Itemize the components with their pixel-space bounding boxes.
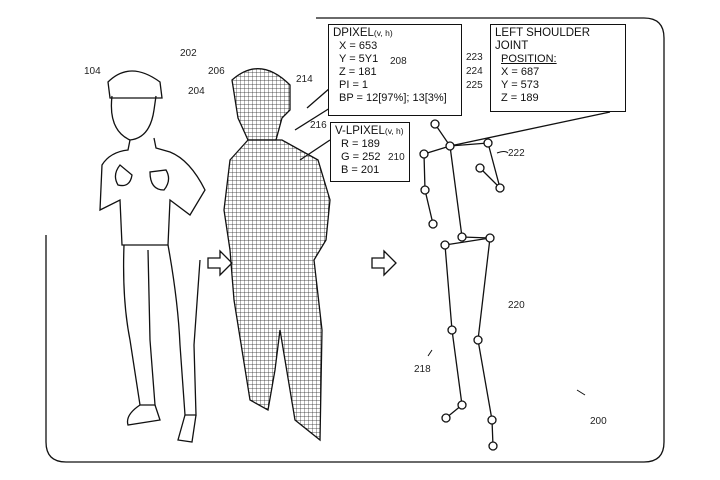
vlpixel-info-box: V-LPIXEL(v, h) R = 189 G = 252 B = 201 xyxy=(330,122,410,182)
ref-218: 218 xyxy=(414,364,431,375)
ref-220: 220 xyxy=(508,300,525,311)
vlpixel-title: V-LPIXEL(v, h) xyxy=(335,125,405,138)
arrow-icon xyxy=(207,249,233,277)
ref-202: 202 xyxy=(180,48,197,59)
dpixel-title-text: DPIXEL xyxy=(333,27,374,39)
dpixel-pi: PI = 1 xyxy=(339,79,369,91)
ref-224: 224 xyxy=(466,66,483,77)
dpixel-bp: BP = 12[97%]; 13[3%] xyxy=(339,92,447,104)
dpixel-info-box: DPIXEL(v, h) X = 653 Y = 5Y1 Z = 181 PI … xyxy=(328,24,462,116)
ref-210: 210 xyxy=(388,152,405,163)
callout-line-joint xyxy=(449,111,611,147)
dpixel-title: DPIXEL(v, h) xyxy=(333,27,457,40)
joint-z: Z = 189 xyxy=(501,92,539,104)
joint-box-subtitle: POSITION: xyxy=(501,53,557,65)
vlpixel-subscript: (v, h) xyxy=(384,126,404,136)
ref-206: 206 xyxy=(208,66,225,77)
vlpixel-title-text: V-LPIXEL xyxy=(335,125,385,137)
vlpixel-b: B = 201 xyxy=(341,164,380,176)
ref-223: 223 xyxy=(466,52,483,63)
figure-frame xyxy=(45,17,665,463)
ref-225: 225 xyxy=(466,80,483,91)
skeleton-figure xyxy=(419,119,505,451)
ref-204: 204 xyxy=(188,86,205,97)
joint-y: Y = 573 xyxy=(501,79,540,91)
vlpixel-g: G = 252 xyxy=(341,151,381,163)
dpixel-x: X = 653 xyxy=(339,40,378,52)
joint-box-title: LEFT SHOULDER JOINT xyxy=(495,27,591,52)
dpixel-z: Z = 181 xyxy=(339,66,377,78)
vlpixel-r: R = 189 xyxy=(341,138,380,150)
arrow-icon xyxy=(371,249,397,277)
ref-216: 216 xyxy=(310,120,327,131)
ref-214: 214 xyxy=(296,74,313,85)
ref-208: 208 xyxy=(390,56,407,67)
dpixel-y: Y = 5Y1 xyxy=(339,53,379,65)
ref-104: 104 xyxy=(84,66,101,77)
ref-200: 200 xyxy=(590,416,607,427)
dpixel-subscript: (v, h) xyxy=(373,28,393,38)
left-shoulder-joint-box: LEFT SHOULDER JOINT POSITION: X = 687 Y … xyxy=(490,24,626,112)
pixelated-person-figure xyxy=(223,67,331,442)
joint-x: X = 687 xyxy=(501,66,540,78)
person-figure xyxy=(99,70,206,443)
callout-line-dpixel xyxy=(294,87,331,131)
ref-222: 222 xyxy=(508,148,525,159)
